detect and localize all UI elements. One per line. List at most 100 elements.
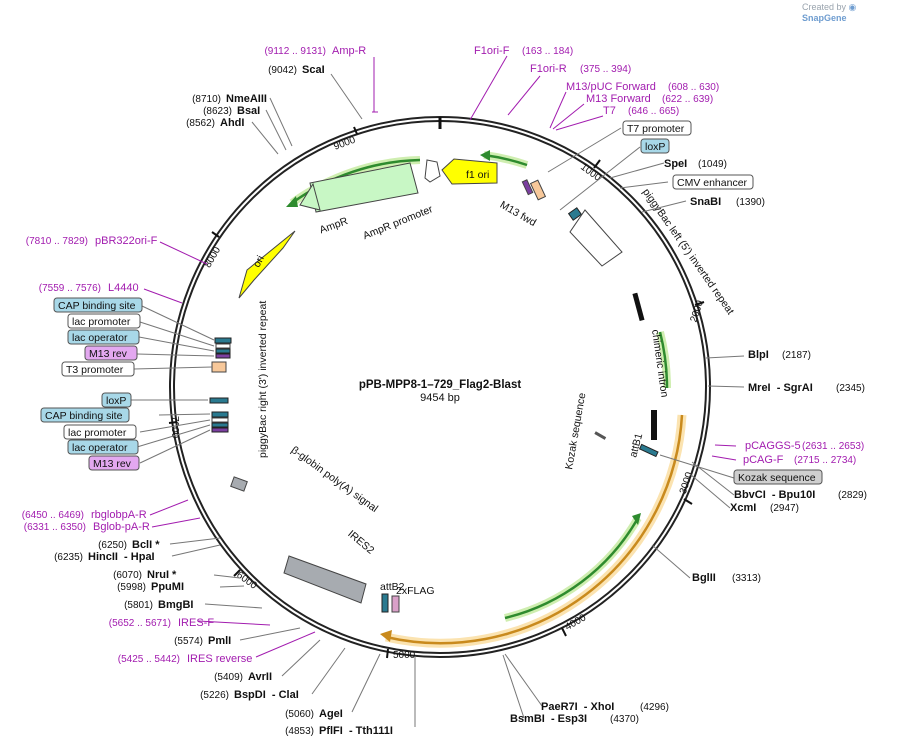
box-leaders <box>131 127 735 479</box>
enzyme-label: BclI * <box>132 539 160 551</box>
features <box>209 158 659 613</box>
m13-rev-1-marker <box>215 353 231 359</box>
enzyme-label: XcmI <box>730 502 756 514</box>
inner-orf-arrowhead <box>632 513 641 525</box>
plasmid-length: 9454 bp <box>420 392 460 404</box>
enzyme-position: (5574) <box>174 636 203 647</box>
tick-8000: 8000 <box>203 245 224 270</box>
primer-position: (375 .. 394) <box>580 64 631 75</box>
enzyme-label: PaeR7I - XhoI <box>541 701 614 713</box>
enzyme-label: BmgBI <box>158 599 193 611</box>
tick-1000: 1000 <box>578 162 603 184</box>
label-kozak-inner: Kozak sequence <box>563 392 588 471</box>
primer-position: (7810 .. 7829) <box>26 236 88 247</box>
m13-rev-2-marker <box>211 427 229 433</box>
cap-binding-1-marker <box>214 337 232 344</box>
enzyme-label: BsaI <box>237 105 260 117</box>
box-lac-promoter-2: lac promoter <box>68 427 127 439</box>
enzyme-label: NmeAIII <box>226 93 267 105</box>
box-lac-promoter-1: lac promoter <box>72 316 131 328</box>
loxp-left-marker <box>209 397 229 404</box>
t7-marker <box>521 179 534 196</box>
enzyme-label: BbvCI - Bpu10I <box>734 489 815 501</box>
boxed-labels: T7 promoter loxP CMV enhancer Kozak sequ… <box>40 120 823 485</box>
enzyme-position: (6250) <box>98 540 127 551</box>
t3-promoter-marker <box>211 361 227 373</box>
enzyme-label: SpeI <box>664 158 687 170</box>
tick-6000: 6000 <box>234 570 259 592</box>
enzyme-label: AhdI <box>220 117 244 129</box>
attb1-marker <box>638 443 659 458</box>
label-piggybac-left: piggyBac left (5') inverted repeat <box>640 187 736 318</box>
enzyme-label: ScaI <box>302 64 325 76</box>
box-t3-promoter: T3 promoter <box>66 364 124 376</box>
enzyme-position: (2947) <box>770 503 799 514</box>
enzyme-position: (1390) <box>736 197 765 208</box>
primer-position: (622 .. 639) <box>662 94 713 105</box>
label-m13-fwd: M13 fwd <box>498 199 539 229</box>
attb2-marker <box>381 593 389 613</box>
enzyme-position: (2187) <box>782 350 811 361</box>
primer-position: (608 .. 630) <box>668 82 719 93</box>
enzyme-label: BlpI <box>748 349 769 361</box>
label-piggybac-right: piggyBac right (3') inverted repeat <box>257 301 269 458</box>
primer-label: rbglobpA-R <box>91 509 147 521</box>
mpp8-orf-arc <box>385 414 684 645</box>
enzyme-position: (5998) <box>117 582 146 593</box>
inner-orf-arc <box>504 517 640 620</box>
primer-label: Bglob-pA-R <box>93 521 150 533</box>
label-ori: ori <box>251 254 267 270</box>
ampr-arrowhead-block <box>299 182 321 211</box>
box-t7-promoter: T7 promoter <box>627 123 685 135</box>
ampr-promoter-block <box>424 159 441 183</box>
enzyme-leaders <box>169 73 745 727</box>
primer-leaders <box>143 55 737 658</box>
flag-marker <box>391 595 400 613</box>
box-lac-operator-1: lac operator <box>72 332 128 344</box>
enzyme-position: (5801) <box>124 600 153 611</box>
enzyme-position: (3313) <box>732 573 761 584</box>
enzyme-position: (2345) <box>836 383 865 394</box>
enzyme-position: (5060) <box>285 709 314 720</box>
enzyme-position: (1049) <box>698 159 727 170</box>
bglobin-polya-block <box>283 555 367 604</box>
ampr-direction-arc <box>291 158 421 205</box>
cap-binding-2-marker <box>211 411 229 418</box>
enzyme-label: MreI - SgrAI <box>748 382 813 394</box>
enzyme-position: (4370) <box>610 714 639 725</box>
primer-label: F1ori-F <box>474 45 510 57</box>
enzyme-label: BsmBI - Esp3I <box>510 713 587 725</box>
enzyme-label: AgeI <box>319 708 343 720</box>
primer-position: (2715 .. 2734) <box>794 455 856 466</box>
snapgene-credit: Created by ◉ SnapGene <box>802 2 900 23</box>
box-lac-operator-2: lac operator <box>72 442 128 454</box>
lac-promoter-2-marker <box>211 417 229 423</box>
enzyme-label: PmlI <box>208 635 231 647</box>
f1-ori-block <box>441 158 498 185</box>
kozak-inner-marker <box>594 431 607 440</box>
label-ampr-promoter: AmpR promoter <box>361 203 435 242</box>
primer-position: (163 .. 184) <box>522 46 573 57</box>
enzyme-position: (8562) <box>186 118 215 129</box>
lac-promoter-1-marker <box>215 343 231 349</box>
orf-arrowhead <box>380 630 392 642</box>
box-m13-rev-2: M13 rev <box>93 458 132 470</box>
primer-position: (6450 .. 6469) <box>22 510 84 521</box>
primer-label: T7 <box>603 105 616 117</box>
enzyme-position: (5226) <box>200 690 229 701</box>
primer-position: (5425 .. 5442) <box>118 654 180 665</box>
primer-position: (646 .. 665) <box>628 106 679 117</box>
box-cap-binding-2: CAP binding site <box>45 410 123 422</box>
enzyme-position: (4296) <box>640 702 669 713</box>
enzyme-label: BspDI - ClaI <box>234 689 299 701</box>
primer-position: (6331 .. 6350) <box>24 522 86 533</box>
tick-7000: 7000 <box>169 416 180 439</box>
lac-operator-1-marker <box>215 348 231 354</box>
lac-operator-2-marker <box>211 422 229 428</box>
primer-label: pCAGGS-5 <box>745 440 801 452</box>
enzyme-position: (8623) <box>203 106 232 117</box>
ampr-arrowhead <box>286 196 298 207</box>
primer-position: (7559 .. 7576) <box>39 283 101 294</box>
box-m13-rev-1: M13 rev <box>89 348 128 360</box>
